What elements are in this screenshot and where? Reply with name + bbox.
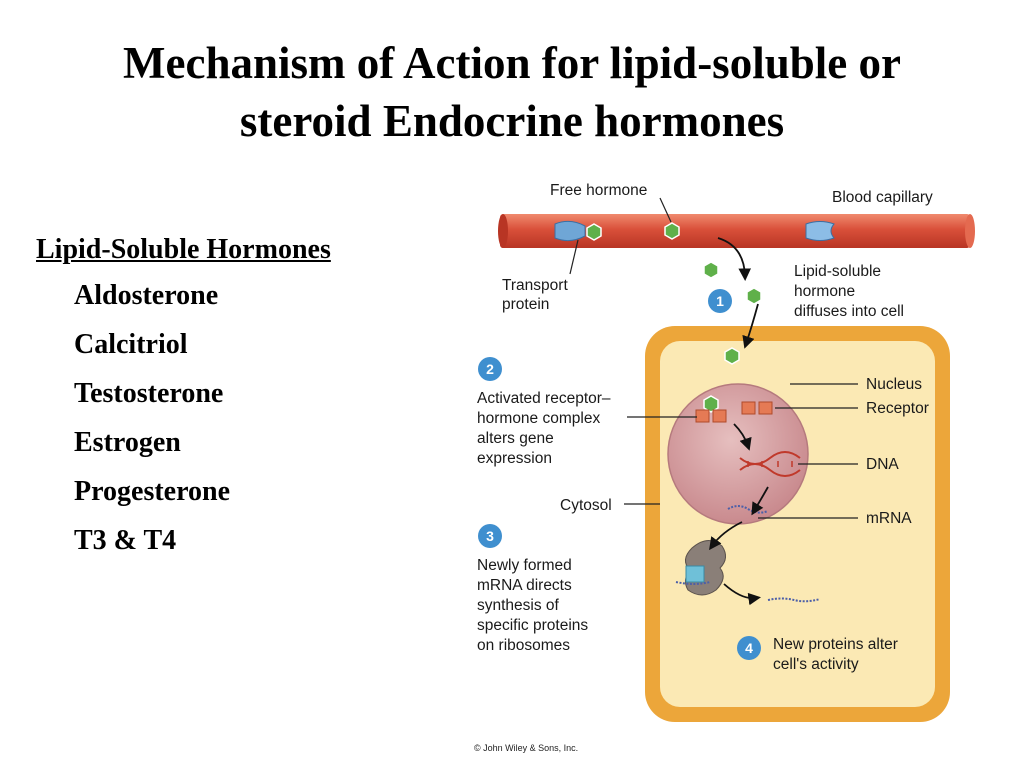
- label-new-proteins-1: New proteins alter: [773, 636, 898, 653]
- label-newly-5: on ribosomes: [477, 637, 570, 654]
- receptor-hormone-complex-icon: [695, 395, 727, 423]
- svg-text:1: 1: [716, 293, 724, 309]
- label-mrna: mRNA: [866, 510, 912, 527]
- blood-capillary: [498, 214, 975, 248]
- label-free-hormone: Free hormone: [550, 182, 647, 199]
- list-heading: Lipid-Soluble Hormones: [36, 234, 331, 265]
- label-newly-1: Newly formed: [477, 557, 572, 574]
- label-newly-3: synthesis of: [477, 597, 560, 614]
- label-lipid-soluble-1: Lipid-soluble: [794, 263, 881, 280]
- label-receptor: Receptor: [866, 400, 929, 417]
- step-1-badge: 1: [708, 289, 732, 313]
- label-transport-protein-1: Transport: [502, 277, 568, 294]
- hormone-items: Aldosterone Calcitriol Testosterone Estr…: [36, 271, 456, 565]
- hormone-list: Lipid-Soluble Hormones Aldosterone Calci…: [36, 230, 456, 565]
- dna-icon: [739, 451, 801, 477]
- free-hormone-icon: [664, 222, 680, 240]
- title-line-2: steroid Endocrine hormones: [239, 96, 785, 146]
- label-lipid-soluble-3: diffuses into cell: [794, 303, 904, 320]
- svg-text:3: 3: [486, 528, 494, 544]
- slide-title: Mechanism of Action for lipid-soluble or…: [0, 34, 1024, 150]
- label-cytosol: Cytosol: [560, 497, 612, 514]
- nucleus-icon: [667, 383, 809, 525]
- label-blood-capillary: Blood capillary: [832, 189, 933, 206]
- svg-text:4: 4: [745, 640, 753, 656]
- hormone-icon: [724, 347, 740, 365]
- label-dna: DNA: [866, 456, 899, 473]
- label-nucleus: Nucleus: [866, 376, 922, 393]
- copyright-notice: © John Wiley & Sons, Inc.: [474, 743, 578, 753]
- label-activated-1: Activated receptor–: [477, 390, 611, 407]
- step-4-badge: 4: [737, 636, 761, 660]
- label-new-proteins-2: cell's activity: [773, 656, 859, 673]
- label-activated-4: expression: [477, 450, 552, 467]
- list-item: Aldosterone: [74, 280, 219, 311]
- list-item: Calcitriol: [74, 329, 188, 360]
- label-newly-4: specific proteins: [477, 617, 588, 634]
- svg-text:2: 2: [486, 361, 494, 377]
- process-arrows: [709, 237, 769, 606]
- leader-lines: [569, 197, 858, 519]
- label-newly-2: mRNA directs: [477, 577, 572, 594]
- hormone-icon: [703, 261, 719, 279]
- new-protein-icon: [767, 597, 821, 603]
- list-item: Testosterone: [74, 378, 224, 409]
- hormone-icon: [746, 287, 762, 305]
- label-activated-3: alters gene: [477, 430, 554, 447]
- ribosome-icon: [675, 540, 726, 596]
- list-item: Progesterone: [74, 476, 231, 507]
- label-transport-protein-2: protein: [502, 296, 549, 313]
- title-line-1: Mechanism of Action for lipid-soluble or: [123, 38, 901, 88]
- step-3-badge: 3: [478, 524, 502, 548]
- receptor-icon: [741, 401, 773, 415]
- list-item: Estrogen: [74, 427, 181, 458]
- list-item: T3 & T4: [74, 525, 177, 556]
- label-activated-2: hormone complex: [477, 410, 600, 427]
- transport-protein-empty-icon: [805, 221, 835, 241]
- step-2-badge: 2: [478, 357, 502, 381]
- transport-protein-icon: [554, 220, 602, 242]
- label-lipid-soluble-2: hormone: [794, 283, 855, 300]
